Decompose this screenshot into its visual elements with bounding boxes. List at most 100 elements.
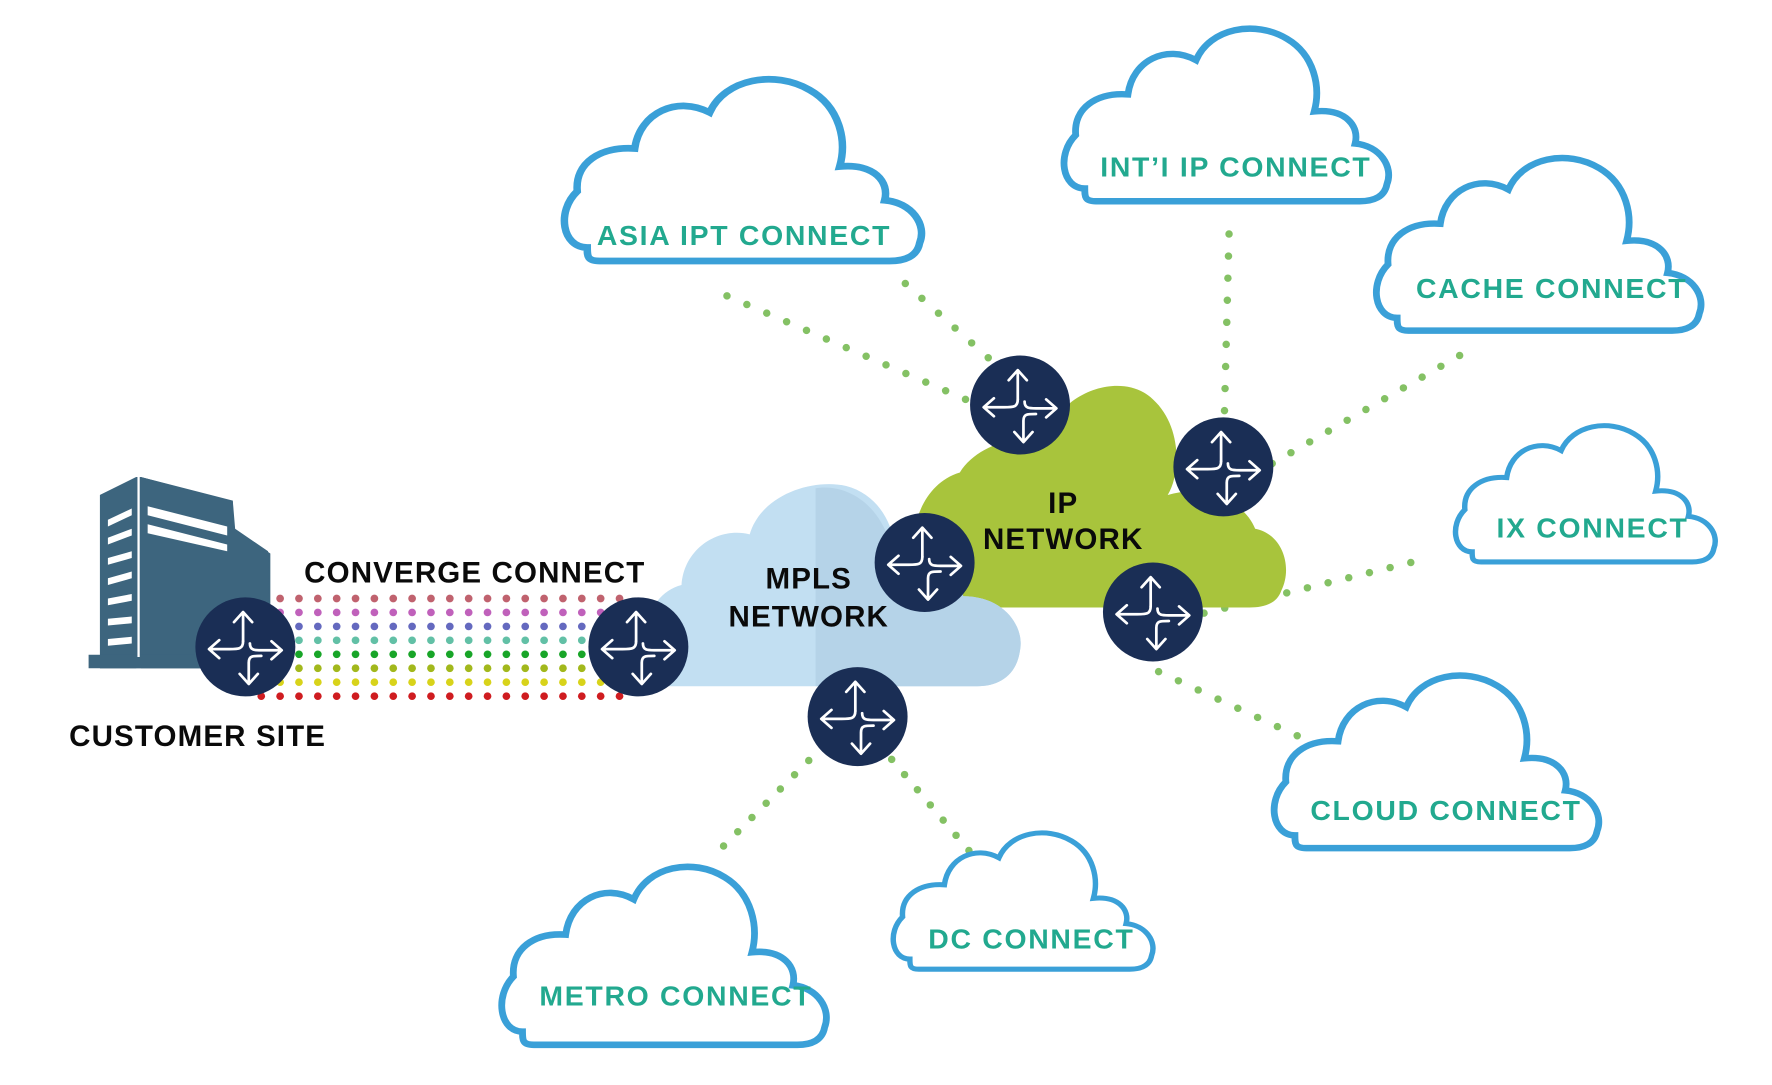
converge-dot xyxy=(313,678,322,687)
converge-dot xyxy=(427,594,435,603)
converge-dot xyxy=(502,664,511,673)
converge-dot xyxy=(483,594,492,603)
converge-dot xyxy=(483,664,492,673)
converge-dot xyxy=(295,608,303,617)
link-dot xyxy=(913,786,922,794)
converge-dot xyxy=(615,692,624,700)
link-dot xyxy=(1224,274,1232,282)
service-label-asia-ipt: ASIA IPT CONNECT xyxy=(597,219,891,251)
converge-dot xyxy=(483,650,492,659)
converge-dot xyxy=(351,622,360,631)
link-dot xyxy=(934,309,943,317)
converge-dot xyxy=(313,664,322,673)
converge-dot xyxy=(408,664,416,673)
link-dot xyxy=(1221,384,1229,393)
router-icon[interactable] xyxy=(968,354,1072,456)
router-icon[interactable] xyxy=(1172,416,1275,518)
router-icon[interactable] xyxy=(194,596,297,698)
ip-network-label-line2: NETWORK xyxy=(983,523,1143,556)
converge-dot xyxy=(559,608,567,617)
converge-dot xyxy=(427,664,435,673)
converge-dot xyxy=(577,608,586,617)
converge-dot xyxy=(295,692,303,700)
converge-dot xyxy=(408,622,416,631)
link-dot xyxy=(1386,563,1394,572)
link-dot xyxy=(1407,558,1415,567)
converge-dot xyxy=(313,594,322,603)
link-dot xyxy=(1154,667,1163,676)
converge-dot xyxy=(295,664,303,673)
converge-dot xyxy=(351,678,360,687)
service-metro[interactable] xyxy=(502,867,827,1045)
converge-dot xyxy=(332,594,341,603)
converge-dot xyxy=(559,594,567,603)
converge-dot xyxy=(464,650,473,659)
converge-dot xyxy=(559,664,567,673)
customer-site-label: CUSTOMER SITE xyxy=(69,720,326,753)
link-dot xyxy=(1324,579,1332,587)
converge-dot xyxy=(464,692,473,700)
converge-dot xyxy=(502,678,511,687)
converge-dot xyxy=(370,664,379,673)
converge-dot xyxy=(502,650,511,659)
service-cache[interactable] xyxy=(1376,158,1701,331)
link-dot xyxy=(1455,351,1464,360)
converge-dot xyxy=(577,594,586,603)
converge-dot xyxy=(427,692,435,700)
router-icon[interactable] xyxy=(873,511,976,614)
link-dot xyxy=(822,335,831,343)
link-dot xyxy=(902,369,910,378)
converge-dot xyxy=(389,636,398,645)
link-dot xyxy=(939,816,947,824)
converge-dot xyxy=(483,678,492,687)
link-dot xyxy=(926,801,935,809)
converge-dot xyxy=(577,678,586,687)
link-dot xyxy=(1224,252,1233,260)
converge-dot xyxy=(577,622,586,631)
converge-dot xyxy=(370,678,379,687)
mpls-network-label-line2: NETWORK xyxy=(729,601,889,634)
converge-dot xyxy=(464,636,473,645)
router-icon[interactable] xyxy=(1101,561,1205,663)
link-dot xyxy=(1287,448,1295,457)
link-dot xyxy=(952,831,960,840)
service-label-ix: IX CONNECT xyxy=(1496,512,1688,544)
converge-dot xyxy=(521,692,530,700)
converge-dot xyxy=(370,608,379,617)
converge-dot xyxy=(427,636,435,645)
link-dot xyxy=(1362,405,1370,414)
converge-dot xyxy=(483,692,492,700)
converge-dot xyxy=(445,636,454,645)
link-dot xyxy=(1253,713,1262,722)
router-icon[interactable] xyxy=(587,596,690,698)
link-dot xyxy=(782,318,791,326)
converge-dot xyxy=(295,622,303,631)
converge-dot xyxy=(445,594,454,603)
link-dot xyxy=(1214,695,1222,703)
link-dot xyxy=(901,279,910,288)
converge-dot xyxy=(577,636,586,645)
router-icon[interactable] xyxy=(806,665,909,768)
converge-dot xyxy=(577,664,586,673)
converge-dot xyxy=(540,664,548,673)
converge-dot xyxy=(313,650,322,659)
service-label-dc: DC CONNECT xyxy=(928,923,1134,955)
link-dot xyxy=(922,378,930,386)
converge-dot xyxy=(559,692,567,700)
converge-dot xyxy=(427,678,435,687)
converge-dot xyxy=(276,594,284,603)
converge-dot xyxy=(313,608,322,617)
converge-dot xyxy=(540,594,548,603)
link-dot xyxy=(918,294,926,303)
converge-dot xyxy=(351,636,360,645)
link-dot xyxy=(1345,573,1353,582)
link-dot xyxy=(1194,686,1202,694)
converge-dot xyxy=(596,692,605,700)
service-label-intl-ip: INT’I IP CONNECT xyxy=(1100,151,1371,183)
link-dot xyxy=(1223,318,1231,327)
converge-dot xyxy=(295,636,303,645)
service-label-cloud: CLOUD CONNECT xyxy=(1310,794,1581,826)
converge-dot xyxy=(540,608,548,617)
converge-dot xyxy=(521,608,530,617)
converge-dot xyxy=(295,650,303,659)
